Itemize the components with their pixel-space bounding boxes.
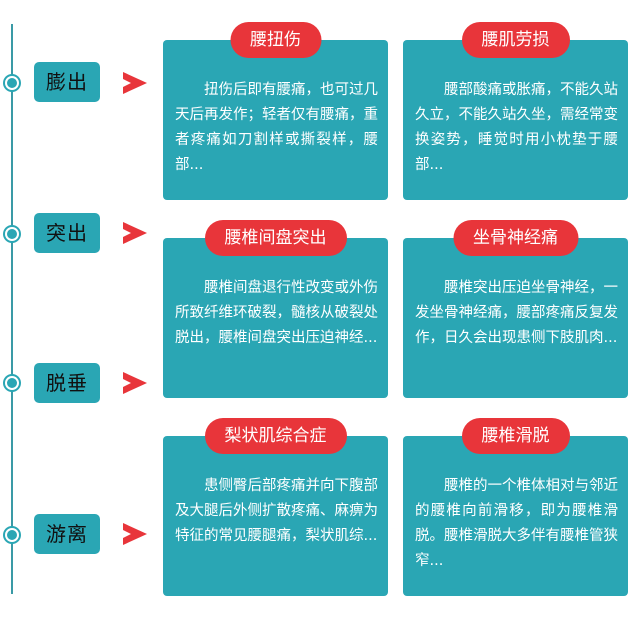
card-description: 扭伤后即有腰痛，也可过几天后再发作；轻者仅有腰痛，重者疼痛如刀割样或撕裂样，腰部… [175,82,378,173]
card-title: 腰扭伤 [230,22,321,58]
condition-card-lumbar-sprain: 腰扭伤 扭伤后即有腰痛，也可过几天后再发作；轻者仅有腰痛，重者疼痛如刀割样或撕裂… [163,22,388,200]
arrow-right-icon [123,372,147,394]
arrow-right-icon [123,72,147,94]
condition-card-disc-herniation: 腰椎间盘突出 腰椎间盘退行性改变或外伤所致纤维环破裂，髓核从破裂处脱出，腰椎间盘… [163,220,388,398]
card-title: 腰椎滑脱 [461,418,570,454]
condition-card-sciatica: 坐骨神经痛 腰椎突出压迫坐骨神经，一发坐骨神经痛，腰部疼痛反复发作，日久会出现患… [403,220,628,398]
card-description: 腰椎间盘退行性改变或外伤所致纤维环破裂，髓核从破裂处脱出，腰椎间盘突出压迫神经.… [175,280,378,346]
timeline-dot [5,528,19,542]
card-description: 患侧臀后部疼痛并向下腹部及大腿后外侧扩散疼痛、麻痹为特征的常见腰腿痛，梨状肌综.… [175,478,378,544]
arrow-right-icon [123,222,147,244]
condition-card-spondylolisthesis: 腰椎滑脱 腰椎的一个椎体相对与邻近的腰椎向前滑移，即为腰椎滑脱。腰椎滑脱大多伴有… [403,418,628,596]
stage-label-bulging: 膨出 [34,62,100,102]
timeline-dot [5,376,19,390]
card-title: 梨状肌综合症 [204,418,347,454]
timeline-line [11,24,13,594]
timeline-dot [5,76,19,90]
arrow-right-icon [123,523,147,545]
timeline-dot [5,227,19,241]
stage-label-sequestration: 游离 [34,514,100,554]
stage-label-prolapse: 脱垂 [34,363,100,403]
condition-card-lumbar-muscle-strain: 腰肌劳损 腰部酸痛或胀痛，不能久站久立，不能久站久坐，需经常变换姿势，睡觉时用小… [403,22,628,200]
card-description: 腰椎的一个椎体相对与邻近的腰椎向前滑移，即为腰椎滑脱。腰椎滑脱大多伴有腰椎管狭窄… [415,478,618,569]
stage-label-protrusion: 突出 [34,213,100,253]
card-description: 腰部酸痛或胀痛，不能久站久立，不能久站久坐，需经常变换姿势，睡觉时用小枕垫于腰部… [415,82,618,173]
condition-card-piriformis-syndrome: 梨状肌综合症 患侧臀后部疼痛并向下腹部及大腿后外侧扩散疼痛、麻痹为特征的常见腰腿… [163,418,388,596]
card-title: 坐骨神经痛 [453,220,578,256]
card-title: 腰椎间盘突出 [204,220,347,256]
card-description: 腰椎突出压迫坐骨神经，一发坐骨神经痛，腰部疼痛反复发作，日久会出现患侧下肢肌肉.… [415,280,618,346]
card-title: 腰肌劳损 [461,22,570,58]
